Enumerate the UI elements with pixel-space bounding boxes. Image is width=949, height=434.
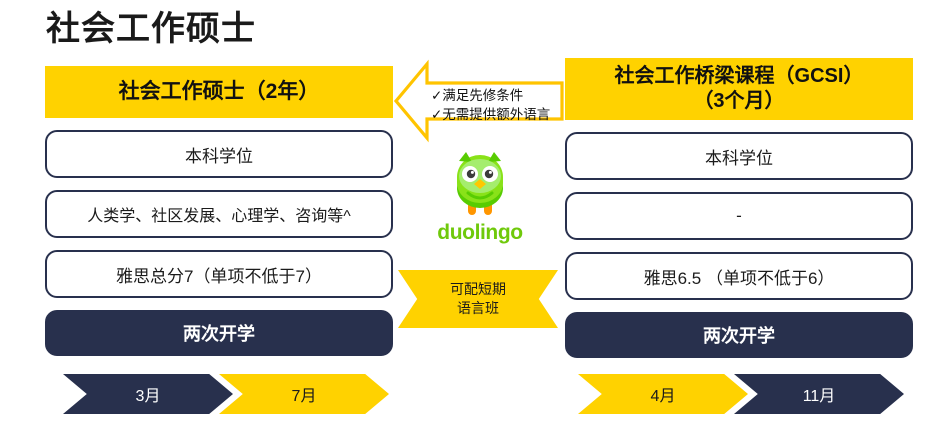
banner-line-2: 语言班 [457,300,499,316]
duolingo-wordmark: duolingo [437,221,523,244]
right-header-line-1: 社会工作桥梁课程（GCSI） [614,65,864,87]
right-intake-chevrons: 4月 11月 [578,374,904,414]
prerequisite-arrow-callout: ✓满足先修条件 ✓无需提供额外语言 [393,58,565,144]
left-intake-chevrons: 3月 7月 [63,374,389,414]
left-program-column: 社会工作硕士（2年） 本科学位 人类学、社区发展、心理学、咨询等^ 雅思总分7（… [45,66,393,356]
spacer [45,238,393,250]
spacer [565,240,913,252]
right-program-column: 社会工作桥梁课程（GCSI） （3个月） 本科学位 - 雅思6.5 （单项不低于… [565,58,913,358]
right-header-line-2: （3个月） [693,90,785,112]
right-intake-chevron-2: 11月 [734,374,904,414]
callout-line-2: ✓无需提供额外语言 [431,107,551,123]
left-intake-card: 两次开学 [45,310,393,356]
left-requirement-card-3: 雅思总分7（单项不低于7） [45,250,393,298]
middle-connector-column: ✓满足先修条件 ✓无需提供额外语言 [390,55,565,425]
callout-line-1: ✓满足先修条件 [431,88,524,103]
left-column-header: 社会工作硕士（2年） [45,66,393,118]
left-requirement-card-2: 人类学、社区发展、心理学、咨询等^ [45,190,393,238]
spacer [45,178,393,190]
right-intake-chevron-1: 4月 [578,374,748,414]
right-requirement-card-1: 本科学位 [565,132,913,180]
spacer [45,118,393,130]
duolingo-owl-icon [457,152,503,215]
left-requirement-card-1: 本科学位 [45,130,393,178]
duolingo-logo: duolingo [410,151,550,245]
spacer [565,180,913,192]
left-intake-chevron-1: 3月 [63,374,233,414]
banner-line-1: 可配短期 [450,281,506,298]
prerequisite-callout-text: ✓满足先修条件 ✓无需提供额外语言 [431,86,550,124]
right-requirement-card-3: 雅思6.5 （单项不低于6） [565,252,913,300]
page-title: 社会工作硕士 [46,10,256,48]
spacer [565,300,913,312]
spacer [45,298,393,310]
short-language-course-banner: 可配短期 语言班 [398,270,558,328]
right-intake-card: 两次开学 [565,312,913,358]
spacer [565,120,913,132]
left-intake-chevron-2: 7月 [219,374,389,414]
right-requirement-card-2: - [565,192,913,240]
left-arrow-icon [393,59,564,143]
right-column-header: 社会工作桥梁课程（GCSI） （3个月） [565,58,913,120]
